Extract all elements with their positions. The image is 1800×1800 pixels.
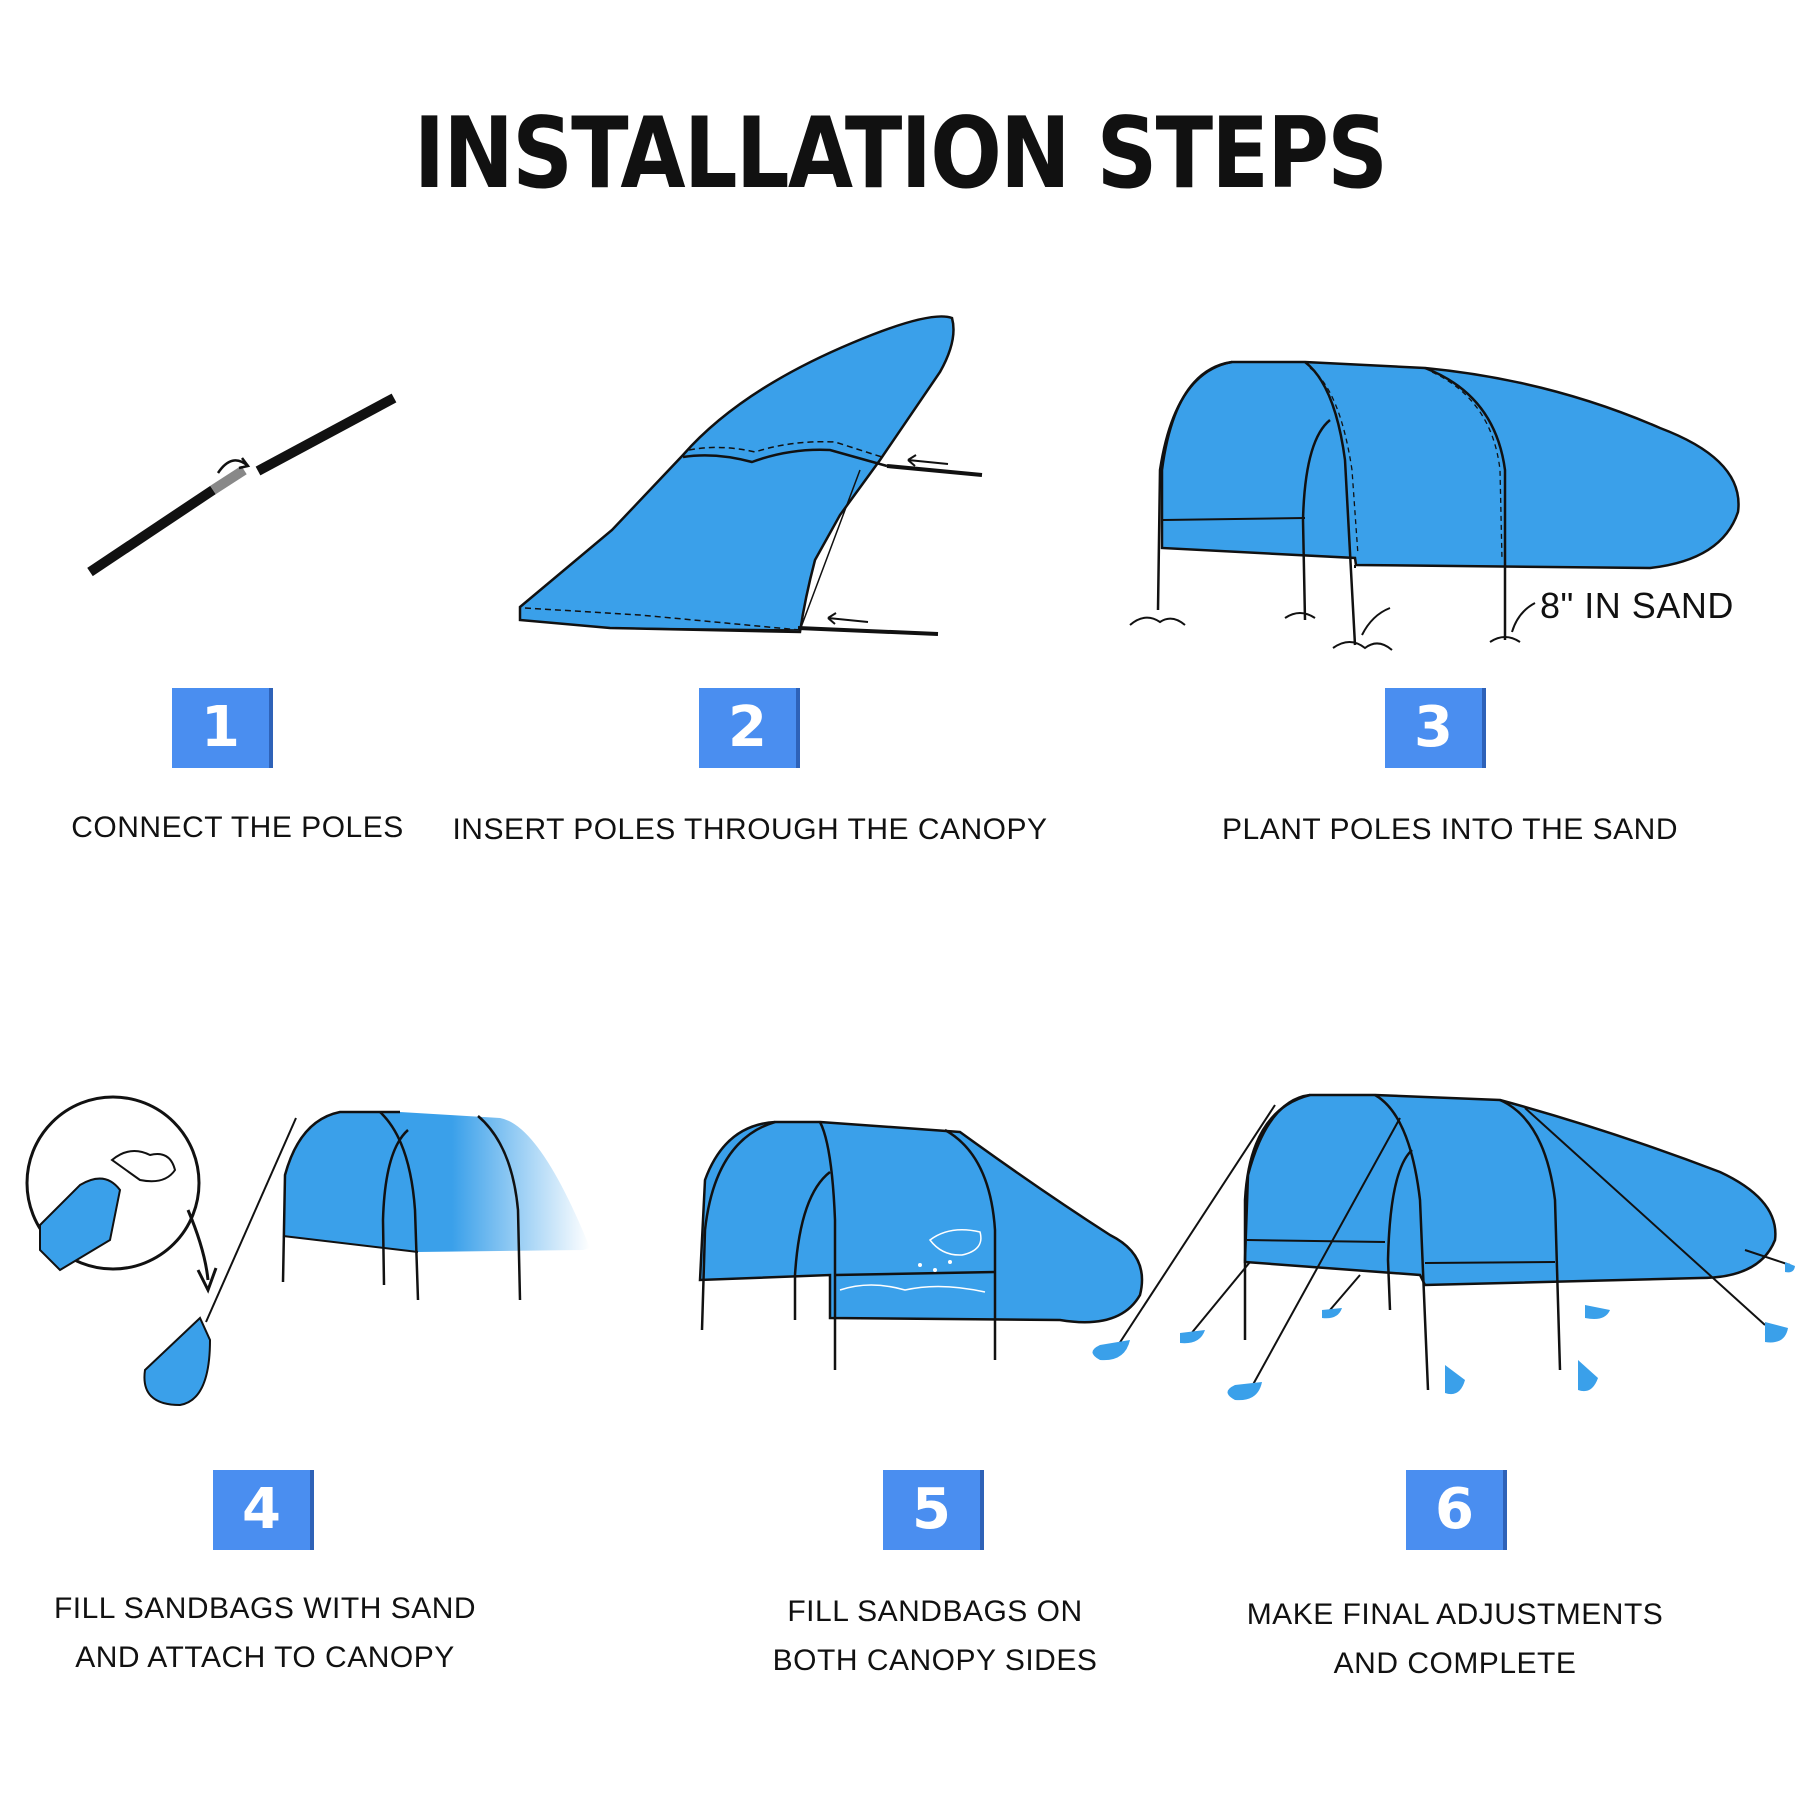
- step-1-caption: CONNECT THE POLES: [60, 803, 415, 852]
- page-title: INSTALLATION STEPS: [413, 97, 1388, 211]
- step-1-caption-line: CONNECT THE POLES: [71, 811, 404, 844]
- step-5-caption-line-1: FILL SANDBAGS ON: [787, 1595, 1083, 1628]
- step-4-caption: FILL SANDBAGS WITH SAND AND ATTACH TO CA…: [40, 1584, 490, 1682]
- step-6-badge: 6: [1406, 1470, 1503, 1550]
- step-3-caption: PLANT POLES INTO THE SAND: [1190, 805, 1710, 854]
- step-6-illustration: [1092, 1093, 1795, 1401]
- step-1-badge: 1: [172, 688, 269, 768]
- step-5-illustration: [698, 1120, 1144, 1370]
- step-1-illustration: [87, 393, 397, 577]
- step-4-badge: 4: [213, 1470, 310, 1550]
- step-4-illustration: [25, 1095, 590, 1407]
- step-2-caption-line: INSERT POLES THROUGH THE CANOPY: [452, 813, 1048, 846]
- step-2-badge: 2: [699, 688, 796, 768]
- step-5-badge: 5: [883, 1470, 980, 1550]
- step-3-caption-line: PLANT POLES INTO THE SAND: [1222, 813, 1678, 846]
- step-5-caption-line-2: BOTH CANOPY SIDES: [772, 1644, 1098, 1677]
- sand-depth-label: 8" IN SAND: [1540, 585, 1734, 626]
- step-5-caption: FILL SANDBAGS ON BOTH CANOPY SIDES: [735, 1587, 1135, 1685]
- step-6-caption-line-1: MAKE FINAL ADJUSTMENTS: [1246, 1598, 1664, 1631]
- step-2-caption: INSERT POLES THROUGH THE CANOPY: [440, 805, 1060, 854]
- step-3-illustration: [1129, 360, 1740, 651]
- step-3-badge: 3: [1385, 688, 1482, 768]
- step-2-illustration: [518, 315, 983, 636]
- step-4-caption-line-2: AND ATTACH TO CANOPY: [75, 1641, 455, 1674]
- step-6-caption: MAKE FINAL ADJUSTMENTS AND COMPLETE: [1210, 1590, 1700, 1688]
- step-4-caption-line-1: FILL SANDBAGS WITH SAND: [53, 1592, 477, 1625]
- step-6-caption-line-2: AND COMPLETE: [1333, 1647, 1577, 1680]
